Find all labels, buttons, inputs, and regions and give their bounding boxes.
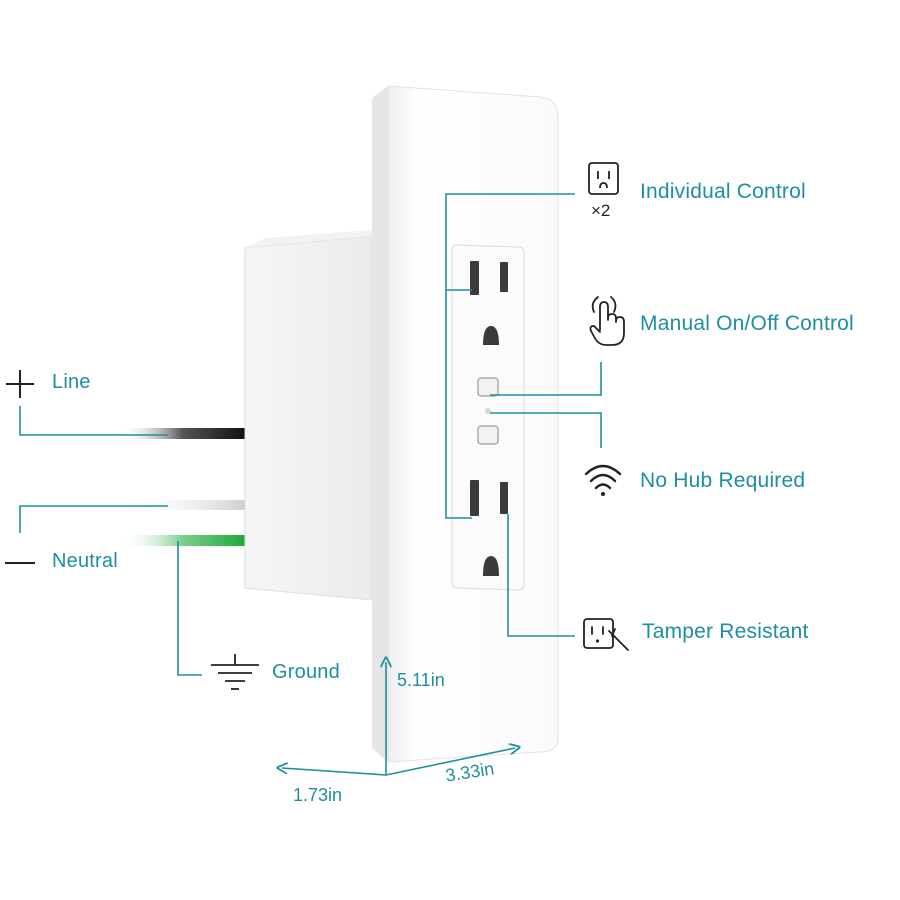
individual-control-callout: [445, 193, 575, 519]
line-label: Line: [52, 371, 91, 393]
manual-control-label: Manual On/Off Control: [640, 312, 854, 335]
callout-lines: [19, 193, 602, 676]
line-wire: [120, 428, 245, 439]
ground-callout: [177, 541, 202, 676]
height-dimension: 5.11in: [397, 670, 445, 690]
outlet-icon: [588, 162, 619, 195]
upper-outlet: [470, 261, 508, 345]
lower-button: [477, 425, 499, 445]
plus-icon: [6, 370, 34, 398]
width-arrow: [385, 748, 515, 776]
lower-outlet: [470, 480, 508, 576]
tamper-outlet-icon: [583, 618, 629, 651]
hand-press-icon: [589, 296, 625, 346]
upper-button: [477, 377, 499, 397]
neutral-wire: [120, 500, 245, 510]
depth-arrow: [282, 768, 387, 776]
wifi-icon: [584, 464, 622, 496]
wires: [120, 428, 245, 546]
individual-control-label: Individual Control: [640, 180, 806, 203]
tamper-label: Tamper Resistant: [642, 620, 809, 643]
ground-label: Ground: [272, 661, 340, 683]
no-hub-callout: [490, 412, 602, 448]
neutral-callout: [19, 505, 168, 533]
neutral-label: Neutral: [52, 550, 118, 572]
dimension-arrows: [282, 662, 515, 776]
tamper-callout: [507, 514, 575, 637]
manual-control-callout: [490, 362, 602, 396]
individual-control-multiplier: ×2: [591, 201, 611, 220]
ground-symbol-icon: [211, 654, 259, 690]
receptacle: [451, 244, 525, 591]
ground-wire: [120, 535, 245, 546]
line-callout: [19, 406, 168, 436]
rear-housing: [244, 230, 373, 601]
no-hub-label: No Hub Required: [640, 469, 806, 492]
depth-dimension: 1.73in: [293, 785, 343, 805]
wifi-led: [485, 408, 491, 414]
